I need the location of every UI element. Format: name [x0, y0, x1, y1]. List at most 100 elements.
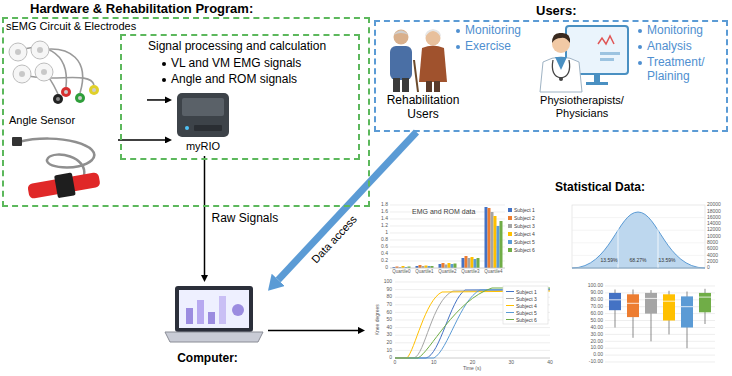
axis-tick-label: 20 — [386, 340, 392, 346]
axis-tick-label: 1 — [385, 230, 388, 236]
bullet-dot — [162, 78, 166, 82]
axis-tick-label: 40.00 — [590, 325, 603, 331]
axis-tick-label: 1.6 — [381, 209, 388, 215]
legend-entry: Subject 2 — [508, 214, 535, 221]
electrode-illustration — [78, 96, 82, 100]
line-chart — [395, 282, 550, 283]
axis-tick-label: 0.2 — [381, 258, 388, 264]
elderly-couple-icon — [394, 30, 409, 45]
axis-tick-label: 100 — [384, 279, 392, 285]
hardware-panel: Hardware & Rehabilitation Program:sEMG C… — [2, 17, 370, 207]
connector-arrow — [118, 139, 165, 141]
computer-label: Computer: — [150, 352, 265, 366]
laptop-icon — [175, 286, 253, 332]
panel-heading: Statistical Data: — [555, 181, 645, 195]
box-plot-chart — [605, 292, 715, 293]
component-label: sEMG Circuit & Electrodes — [6, 20, 136, 33]
axis-tick-label: 20 — [470, 360, 476, 366]
box-plot-chart — [627, 303, 639, 304]
bullet-item: Monitoring — [454, 24, 521, 38]
legend-entry: Subject 1 — [506, 288, 537, 295]
bullet-dot — [162, 62, 166, 66]
physician-icon — [600, 58, 614, 61]
box-plot-chart — [605, 348, 715, 349]
axis-tick-label: 70 — [386, 302, 392, 308]
line-chart — [395, 282, 550, 358]
laptop-icon — [186, 308, 193, 324]
electrode-illustration — [31, 41, 49, 59]
axis-tick-label: 70.00 — [590, 304, 603, 310]
axis-tick-label: 100.00 — [588, 283, 603, 289]
bar-chart — [491, 212, 494, 268]
axis-tick-label: 60.00 — [590, 311, 603, 317]
legend-entry: Subject 1 — [508, 206, 535, 213]
legend-text: Subject 5 — [516, 310, 537, 316]
legend-line-sample — [506, 312, 514, 314]
elderly-couple-icon — [434, 81, 440, 92]
percent-label: 13.59% — [600, 258, 619, 264]
panel-heading: Users: — [536, 4, 576, 19]
computer: Computer: — [150, 282, 268, 370]
bar-chart — [445, 265, 448, 269]
axis-tick-label: 0.6 — [381, 244, 388, 250]
legend-line-sample — [506, 291, 514, 293]
axis-tick-label: 30.00 — [590, 332, 603, 338]
box-plot-chart — [699, 297, 711, 298]
electrode-illustration — [75, 93, 85, 103]
electrode-illustration — [37, 47, 43, 53]
axis-tick-label: 2000 — [707, 259, 718, 265]
axis-tick-label: 16000 — [707, 215, 721, 221]
laptop-icon — [219, 296, 226, 324]
bar-chart — [471, 257, 474, 268]
electrode-illustration — [22, 74, 94, 85]
bar-chart — [465, 256, 468, 268]
component-label: Angle Sensor — [9, 114, 75, 127]
bullet-dot — [638, 45, 642, 49]
box-plot-chart — [663, 294, 675, 320]
axis-tick-label: 0.00 — [593, 352, 603, 358]
bar-chart — [390, 268, 505, 269]
legend-line-sample — [506, 298, 514, 300]
axis-tick-label: 20.00 — [590, 339, 603, 345]
box-plot-chart — [609, 299, 621, 300]
axis-tick-label: 0 — [385, 265, 388, 271]
angle-sensor-illustration — [54, 172, 76, 198]
axis-tick-label: 50.00 — [590, 318, 603, 324]
physician-icon — [540, 26, 628, 92]
axis-tick-label: 30 — [386, 332, 392, 338]
bar-chart — [485, 207, 488, 268]
bar-chart — [419, 265, 422, 268]
legend-entry: Subject 5 — [508, 238, 535, 245]
user-label: Rehabilitation Users — [378, 94, 468, 122]
laptop-icon — [197, 300, 204, 324]
angle-sensor-illustration — [26, 168, 101, 203]
axis-tick-label: 10 — [386, 348, 392, 354]
physician-icon — [586, 82, 608, 85]
chart-title: EMG and ROM data — [412, 208, 475, 216]
axis-tick-label: 0 — [707, 265, 710, 271]
edge-label: Raw Signals — [212, 212, 279, 226]
bar-chart — [448, 263, 451, 268]
bullet-dot — [638, 29, 642, 33]
box-plot-chart — [681, 296, 693, 327]
axis-tick-label: 12000 — [707, 227, 721, 233]
box-plot-chart — [605, 286, 715, 287]
connector-arrow — [147, 99, 165, 101]
histogram-chart — [572, 205, 705, 268]
axis-tick-label: 0.4 — [381, 251, 388, 257]
axis-title: Time (s) — [463, 366, 481, 372]
elderly-couple-icon — [414, 60, 418, 92]
box-plot-chart — [645, 293, 657, 314]
electrode-illustration — [9, 43, 27, 61]
elderly-couple-icon — [390, 46, 412, 80]
user-label: Physiotherapists/ Physicians — [532, 94, 632, 119]
legend-text: Subject 3 — [514, 223, 535, 229]
line-chart — [395, 291, 550, 358]
legend-swatch — [508, 240, 512, 244]
legend-entry: Subject 5 — [506, 309, 537, 316]
legend-text: Subject 4 — [516, 303, 537, 309]
bullet-dot — [638, 61, 642, 65]
legend-text: Subject 1 — [516, 289, 537, 295]
bar-chart — [477, 258, 480, 268]
